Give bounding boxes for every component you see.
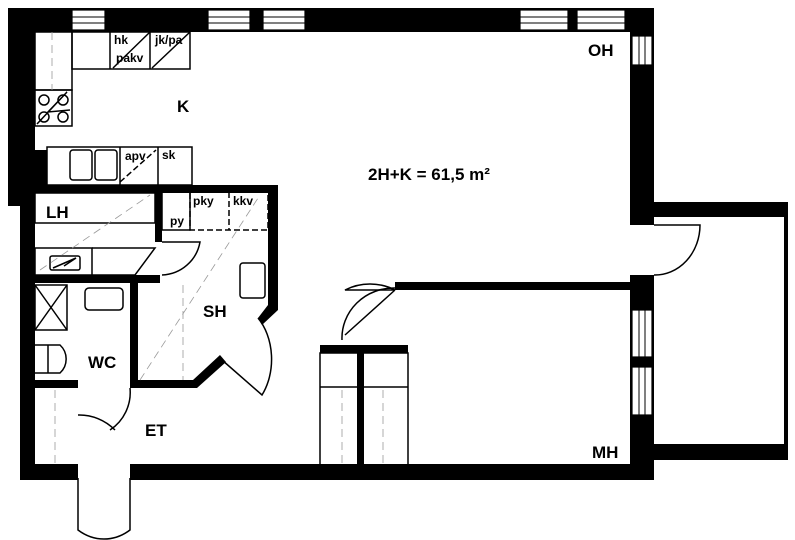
room-sh: SH [203,302,227,321]
room-oh: OH [588,41,614,60]
room-lh: LH [46,203,69,222]
label-py: py [170,214,184,228]
label-apv: apv [125,149,146,163]
room-labels: 2H+K = 61,5 m² OH K LH SH WC ET MH [46,41,618,462]
label-hk: hk [114,33,128,47]
stove [34,89,73,127]
fixture-labels: hk pakv jk/pa apv sk py pky kkv [114,33,253,228]
room-mh: MH [592,443,618,462]
label-jkpa: jk/pa [154,33,183,47]
room-k: K [177,97,190,116]
walls [8,8,788,480]
label-pakv: pakv [116,51,144,65]
doors [77,224,701,540]
room-wc: WC [88,353,116,372]
apartment-area-title: 2H+K = 61,5 m² [368,165,490,184]
windows [71,9,653,416]
sink [69,149,93,181]
label-sk: sk [162,148,176,162]
kitchen-fixtures [34,31,409,466]
label-pky: pky [193,194,214,208]
room-et: ET [145,421,167,440]
label-kkv: kkv [233,194,253,208]
